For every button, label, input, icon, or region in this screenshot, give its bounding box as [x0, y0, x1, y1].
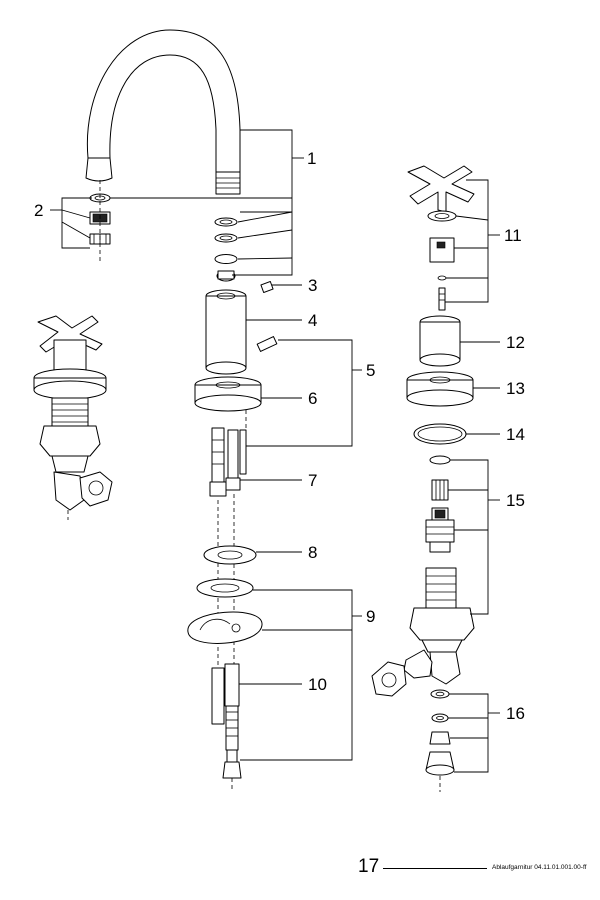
washer-8	[203, 545, 257, 565]
callout-9: 9	[366, 607, 375, 626]
washer-9	[196, 578, 254, 598]
valve-cartridge	[425, 455, 455, 553]
callout-10: 10	[308, 675, 327, 694]
aerator-parts	[89, 180, 111, 262]
callout-2: 2	[34, 201, 43, 220]
callout-16: 16	[506, 704, 525, 723]
callout-8: 8	[308, 543, 317, 562]
pin	[256, 336, 278, 352]
spout	[85, 29, 241, 195]
callout-11: 11	[504, 226, 522, 245]
callout-7: 7	[308, 471, 317, 490]
footer-rule	[383, 868, 487, 869]
callout-12: 12	[506, 333, 525, 352]
right-rosette	[406, 371, 474, 407]
right-handle	[407, 165, 475, 311]
grub-screw	[260, 281, 274, 293]
callout-6: 6	[308, 389, 317, 408]
body-sleeve	[205, 289, 247, 375]
callout-5: 5	[366, 361, 375, 380]
leader-lines	[50, 129, 500, 773]
valve-body	[371, 567, 475, 697]
threaded-rods	[209, 427, 247, 497]
callout-15: 15	[506, 491, 525, 510]
base-rosette	[194, 376, 262, 412]
callout-13: 13	[506, 379, 525, 398]
footer-reference: Ablaufgarnitur 04.11.01.001.00-ff	[492, 864, 587, 871]
supply-hoses	[211, 663, 242, 790]
compression-fittings	[425, 689, 455, 792]
callout-14: 14	[506, 425, 525, 444]
callout-4: 4	[308, 311, 317, 330]
callout-1: 1	[307, 149, 316, 168]
o-ring-14	[413, 423, 467, 445]
right-sleeve	[419, 315, 461, 367]
left-handle-assembly	[33, 315, 113, 520]
horseshoe-plate	[187, 611, 263, 644]
callout-labels: 1 2 3 4 5 6 7 8 9 10 11 12 13 14 15 16	[34, 149, 525, 723]
page-number: 17	[358, 856, 380, 877]
spout-seals	[214, 217, 238, 282]
callout-3: 3	[308, 276, 317, 295]
